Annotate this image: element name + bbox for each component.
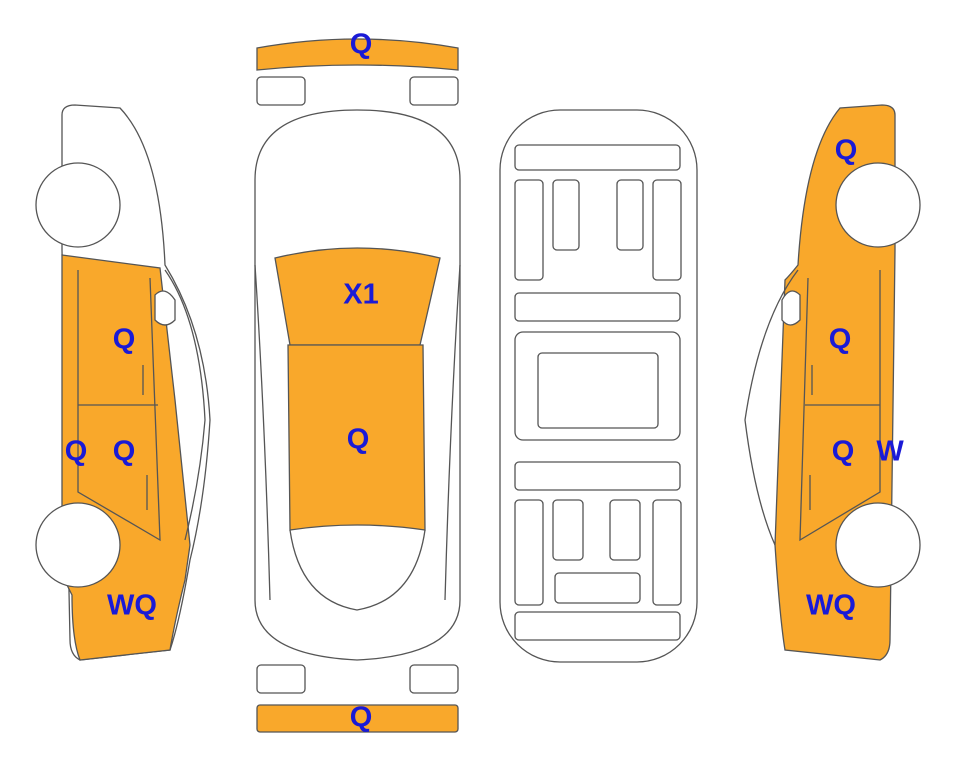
underbody-part [514, 292, 681, 322]
right-rear-wheel [835, 502, 921, 588]
left-mirror [154, 290, 176, 326]
underbody-part [514, 499, 544, 606]
roof-shape [287, 344, 426, 531]
left-rear-quarter-label: WQ [107, 589, 157, 622]
right-rear-door-label: Q [831, 435, 855, 468]
right-front-fender-label: Q [834, 134, 858, 167]
right-mirror [781, 290, 801, 326]
underbody-part [552, 499, 584, 561]
left-front-wheel [35, 162, 121, 248]
underbody-part [514, 331, 681, 441]
windshield-shape [274, 247, 441, 346]
left-rocker-label: Q [64, 435, 88, 468]
underbody-part [514, 461, 681, 491]
underbody-part [514, 611, 681, 641]
underbody-part [514, 179, 544, 281]
left-rear-mirror-top [256, 664, 306, 694]
underbody-outline [499, 109, 698, 663]
underbody-part [514, 144, 681, 171]
left-side-view [35, 104, 211, 661]
right-mirror-top [409, 76, 459, 106]
top-view [254, 38, 461, 733]
right-window-line [744, 269, 799, 546]
underbody-part [652, 499, 682, 606]
right-rocker-label: W [876, 435, 904, 468]
left-window-line [164, 269, 206, 541]
windshield-label: X1 [343, 278, 379, 311]
underbody-part [616, 179, 644, 251]
rear-bumper-shape [256, 704, 459, 733]
right-front-wheel [835, 162, 921, 248]
left-mirror-top [256, 76, 306, 106]
left-front-door-label: Q [112, 323, 136, 356]
underbody-part [609, 499, 641, 561]
right-handle [809, 365, 813, 510]
underbody-part [537, 352, 659, 429]
right-rear-quarter-label: WQ [806, 589, 856, 622]
underbody-view [499, 109, 698, 663]
underbody-part [554, 572, 641, 604]
underbody-part [652, 179, 682, 281]
front-bumper-shape [256, 38, 459, 71]
right-side-view [744, 104, 921, 661]
left-rear-door-label: Q [112, 435, 136, 468]
roof-label: Q [346, 423, 370, 456]
underbody-part [552, 179, 580, 251]
top-body-lines [254, 264, 461, 611]
left-rear-wheel [35, 502, 121, 588]
right-front-door-label: Q [828, 323, 852, 356]
rear-bumper-label: Q [349, 701, 373, 734]
left-handle [142, 365, 148, 510]
front-bumper-label: Q [349, 28, 373, 61]
right-rear-mirror-top [409, 664, 459, 694]
